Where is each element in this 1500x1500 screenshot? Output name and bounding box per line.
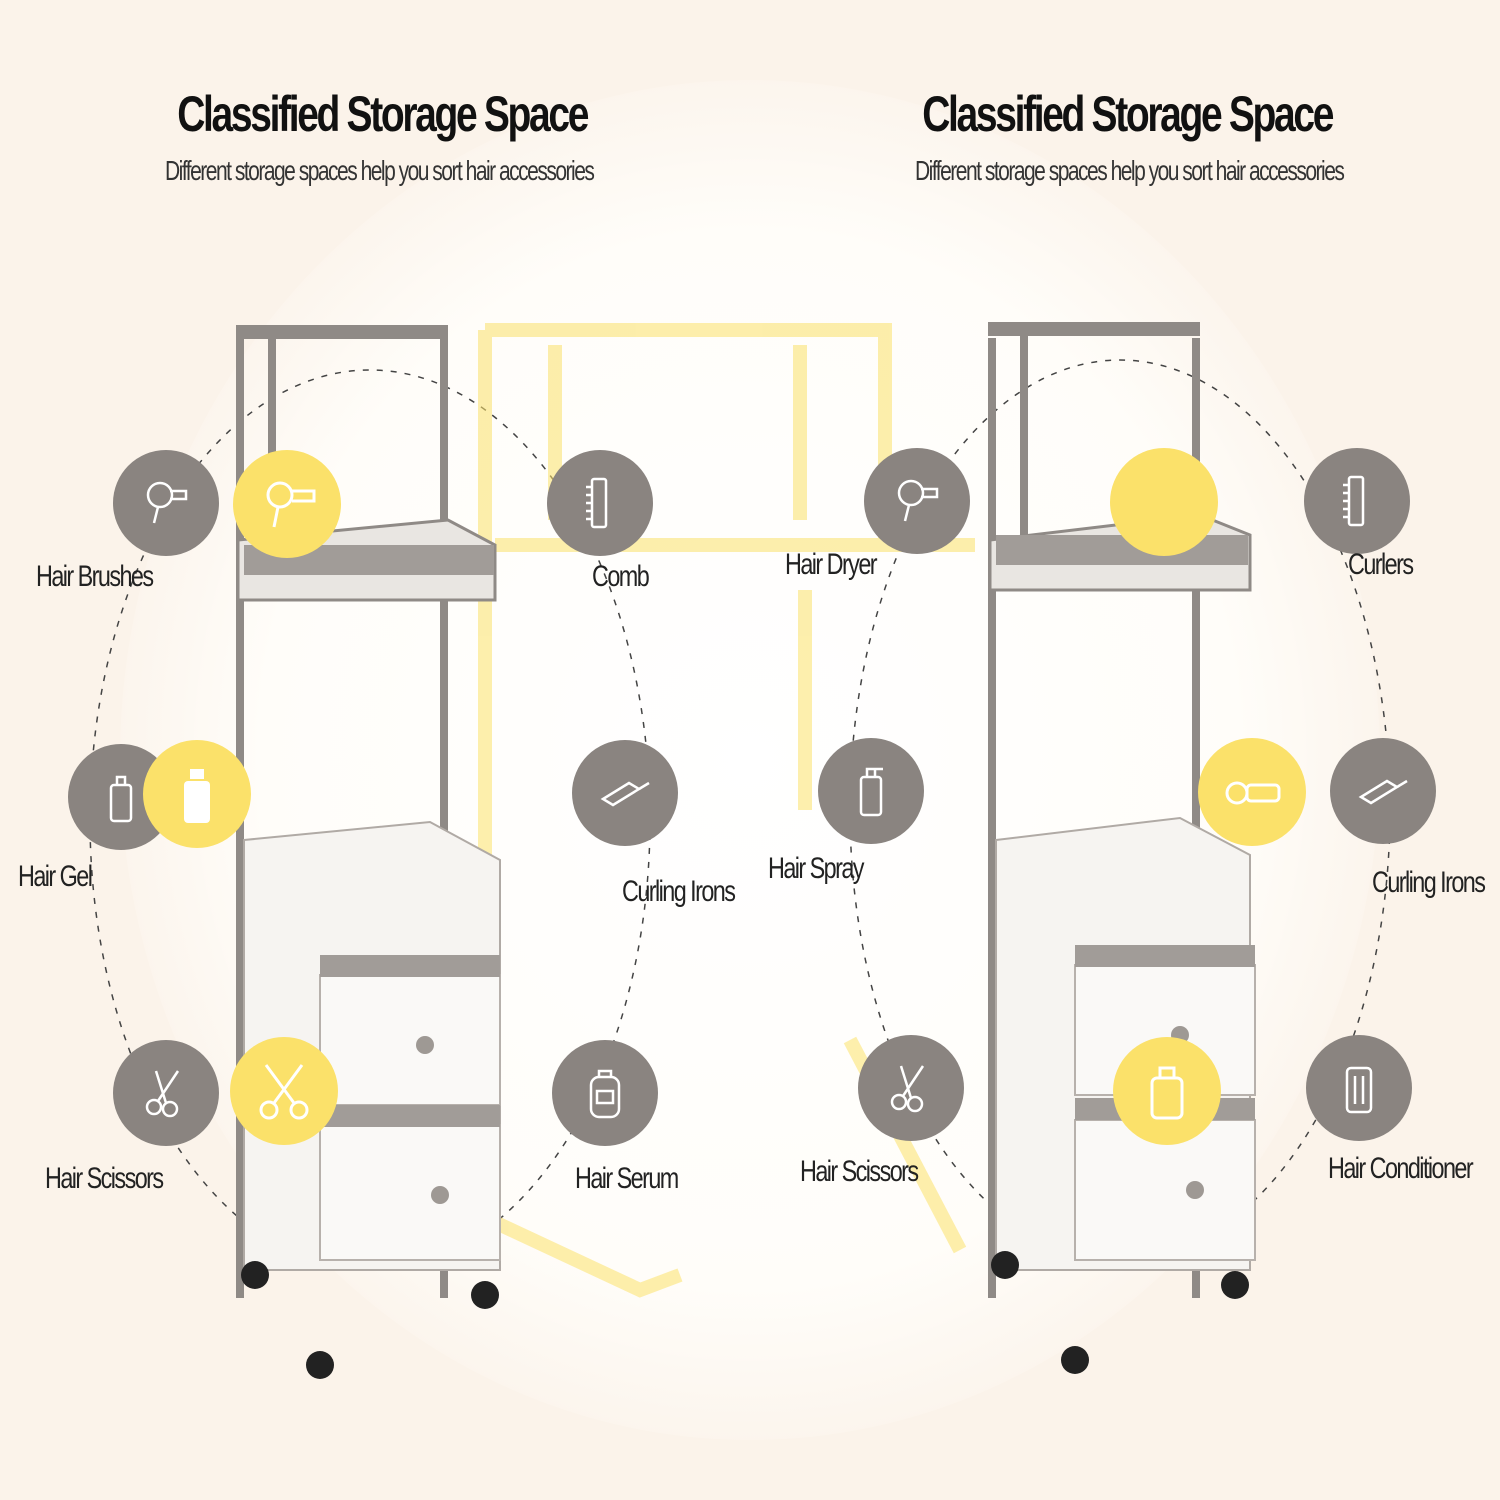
spray-icon bbox=[1150, 1066, 1184, 1120]
right-hair-spray-badge bbox=[818, 738, 924, 844]
left-label-hair-brushes: Hair Brushes bbox=[36, 560, 154, 593]
curling-iron-icon bbox=[1225, 781, 1281, 805]
curlers-badge bbox=[1304, 448, 1410, 554]
left-yellow-bottle bbox=[143, 740, 251, 848]
left-label-hair-serum: Hair Serum bbox=[575, 1162, 679, 1195]
comb-badge bbox=[547, 450, 653, 556]
hair-serum-badge bbox=[552, 1040, 658, 1146]
right-conditioner-badge bbox=[1306, 1035, 1412, 1141]
hair-dryer-icon bbox=[266, 481, 316, 528]
hair-dryer-icon bbox=[146, 481, 188, 524]
serum-icon bbox=[589, 1069, 621, 1119]
right-subtitle: Different storage spaces help you sort h… bbox=[915, 155, 1345, 186]
spray-icon bbox=[859, 767, 883, 817]
right-label-curlers: Curlers bbox=[1348, 548, 1414, 581]
left-yellow-dryer bbox=[233, 450, 341, 558]
scissors-icon bbox=[890, 1065, 925, 1113]
curling-iron-icon bbox=[1358, 779, 1408, 805]
comb-icon bbox=[1343, 475, 1365, 527]
hair-dryer-icon bbox=[897, 479, 939, 522]
conditioner-icon bbox=[1345, 1066, 1373, 1114]
right-yellow-top bbox=[1110, 448, 1218, 556]
right-label-hair-dryer: Hair Dryer bbox=[785, 548, 878, 581]
curling-irons-badge bbox=[572, 740, 678, 846]
left-title: Classified Storage Space bbox=[177, 86, 589, 142]
left-yellow-scissors bbox=[230, 1037, 338, 1145]
comb-icon bbox=[586, 477, 608, 529]
hair-brushes-badge bbox=[113, 450, 219, 556]
hair-scissors-badge bbox=[113, 1040, 219, 1146]
curling-iron-icon bbox=[600, 781, 650, 807]
scissors-icon bbox=[145, 1070, 180, 1118]
left-label-hair-gel: Hair Gel bbox=[18, 860, 93, 893]
right-shelf-unit bbox=[988, 322, 1256, 1374]
right-title: Classified Storage Space bbox=[922, 86, 1334, 142]
right-hair-scissors-badge bbox=[858, 1035, 964, 1141]
right-hair-dryer-badge bbox=[864, 448, 970, 554]
right-label-curling-irons: Curling Irons bbox=[1372, 866, 1486, 899]
bottle-icon bbox=[184, 769, 210, 823]
left-label-comb: Comb bbox=[592, 560, 650, 593]
left-label-curling-irons: Curling Irons bbox=[622, 875, 736, 908]
left-label-hair-scissors: Hair Scissors bbox=[45, 1162, 164, 1195]
right-yellow-bottle bbox=[1113, 1037, 1221, 1145]
right-label-hair-conditioner: Hair Conditioner bbox=[1328, 1152, 1474, 1185]
bottle-icon bbox=[109, 775, 133, 823]
right-label-hair-spray: Hair Spray bbox=[768, 852, 864, 885]
right-curling-irons-badge bbox=[1330, 738, 1436, 844]
right-label-hair-scissors: Hair Scissors bbox=[800, 1155, 919, 1188]
scissors-icon bbox=[259, 1064, 309, 1120]
left-subtitle: Different storage spaces help you sort h… bbox=[165, 155, 595, 186]
right-yellow-curler bbox=[1198, 738, 1306, 846]
left-shelf-unit bbox=[236, 325, 501, 1379]
